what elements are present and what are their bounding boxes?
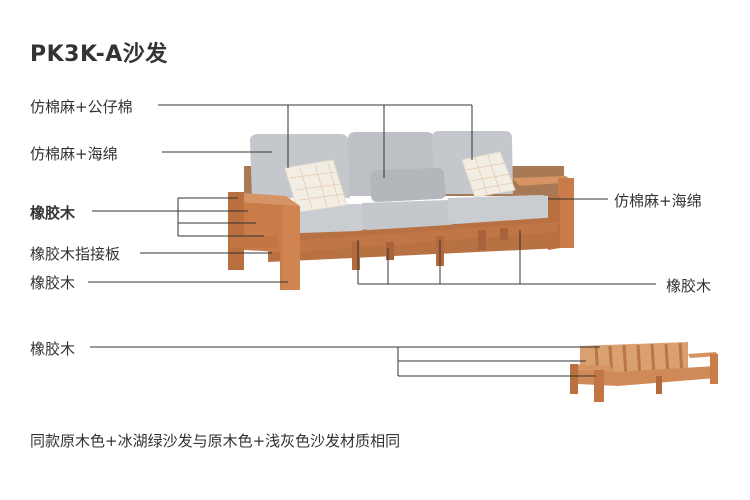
label-finger-joint-board: 橡胶木指接板 [30,245,121,263]
label-right-base: 橡胶木 [666,277,712,295]
leader-lines [88,104,656,285]
label-leg: 橡胶木 [30,274,76,292]
footer-note: 同款原木色+冰湖绿沙发与原木色+浅灰色沙发材质相同 [30,432,401,450]
lumbar-pillow [370,168,446,202]
label-armrest: 橡胶木 [30,204,76,222]
label-frame-view: 橡胶木 [30,340,76,358]
page-title: PK3K-A沙发 [30,42,168,67]
frame-leader-lines [90,346,600,377]
pillow-left [284,159,348,213]
seat-cushion-middle [362,200,456,230]
label-right-cushion: 仿棉麻+海绵 [614,192,702,210]
seat-cushion-right [448,195,553,224]
label-back-cushion: 仿棉麻+公仔棉 [30,98,133,116]
label-seat-cushion: 仿棉麻+海绵 [30,145,118,163]
frame-sofa-image [570,342,718,402]
sofa-image [228,131,574,290]
